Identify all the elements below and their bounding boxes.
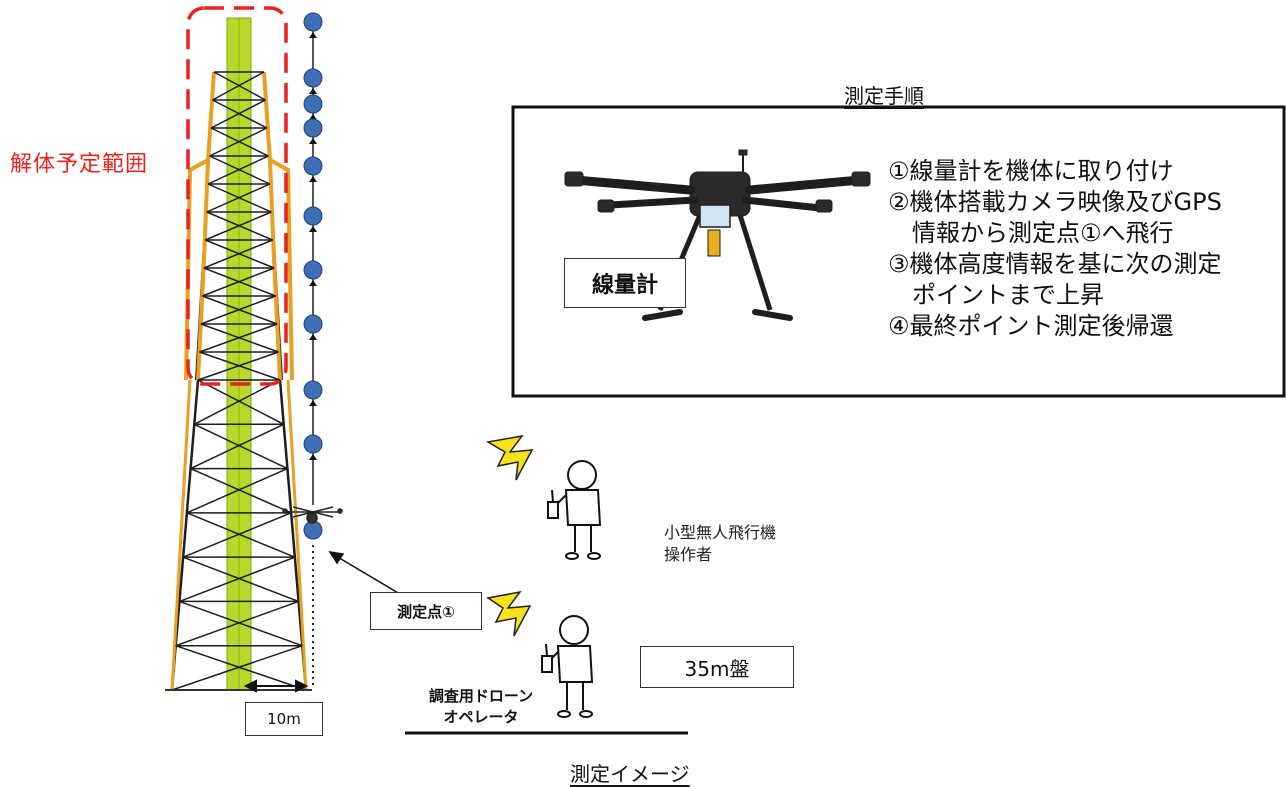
drone-small xyxy=(282,506,343,524)
ascent-arrow xyxy=(309,280,317,286)
drone-operator-figure xyxy=(541,615,594,718)
drone-operator-line2: オペレータ xyxy=(443,708,519,726)
measurement-point xyxy=(303,156,323,176)
measurement-point xyxy=(303,94,323,114)
measurement-point xyxy=(303,118,323,138)
dismantle-range-label: 解体予定範囲 xyxy=(10,152,149,177)
dosimeter-label: 線量計 xyxy=(564,258,686,308)
drone-large xyxy=(564,149,871,321)
measurement-point xyxy=(303,434,323,454)
lightning-lower xyxy=(486,590,532,637)
step-1: ①線量計を機体に取り付け xyxy=(888,157,1174,185)
ascent-arrow xyxy=(309,334,317,340)
procedure-steps: ①線量計を機体に取り付け ②機体搭載カメラ映像及びGPS 情報から測定点①へ飛行… xyxy=(888,156,1222,342)
step-4: ④最終ポイント測定後帰還 xyxy=(888,312,1174,340)
dismantle-range-box xyxy=(186,6,288,386)
procedure-title: 測定手順 xyxy=(844,84,924,108)
step-2: ②機体搭載カメラ映像及びGPS xyxy=(888,188,1222,216)
ascent-arrow xyxy=(309,400,317,406)
platform-label: 35m盤 xyxy=(640,646,794,688)
step-3: ③機体高度情報を基に次の測定 xyxy=(888,250,1222,278)
drone-operator-caption: 調査用ドローン オペレータ xyxy=(416,686,546,728)
measurement-point xyxy=(303,260,323,280)
tower-lower-orange xyxy=(170,379,308,691)
measurement-point xyxy=(303,68,323,88)
distance-label: 10m xyxy=(245,702,323,736)
drone-operator-line1: 調査用ドローン xyxy=(428,687,534,705)
distance-arrow xyxy=(243,679,309,693)
measurement-point xyxy=(303,380,323,400)
ascent-arrow xyxy=(309,114,317,120)
uav-operator-figure xyxy=(547,460,602,560)
image-title: 測定イメージ xyxy=(570,762,690,786)
ascent-arrow xyxy=(309,226,317,232)
measurement-point xyxy=(303,314,323,334)
ascent-arrow xyxy=(309,176,317,182)
uav-operator-line2: 操作者 xyxy=(664,545,713,564)
measurement-point xyxy=(303,520,323,540)
ascent-arrow xyxy=(309,88,317,94)
step-2-cont: 情報から測定点①へ飛行 xyxy=(912,219,1174,247)
ascent-arrow xyxy=(309,32,317,38)
lightning-upper xyxy=(485,434,534,481)
measurement-point xyxy=(303,12,323,32)
uav-operator-caption: 小型無人飛行機 操作者 xyxy=(664,522,776,566)
measurement-point xyxy=(303,206,323,226)
measurement-point-label: 測定点① xyxy=(370,592,482,630)
uav-operator-line1: 小型無人飛行機 xyxy=(664,523,777,542)
procedure-box xyxy=(511,105,1286,398)
ascent-arrow xyxy=(309,454,317,460)
ascent-arrow xyxy=(309,138,317,144)
step-3-cont: ポイントまで上昇 xyxy=(912,281,1104,309)
